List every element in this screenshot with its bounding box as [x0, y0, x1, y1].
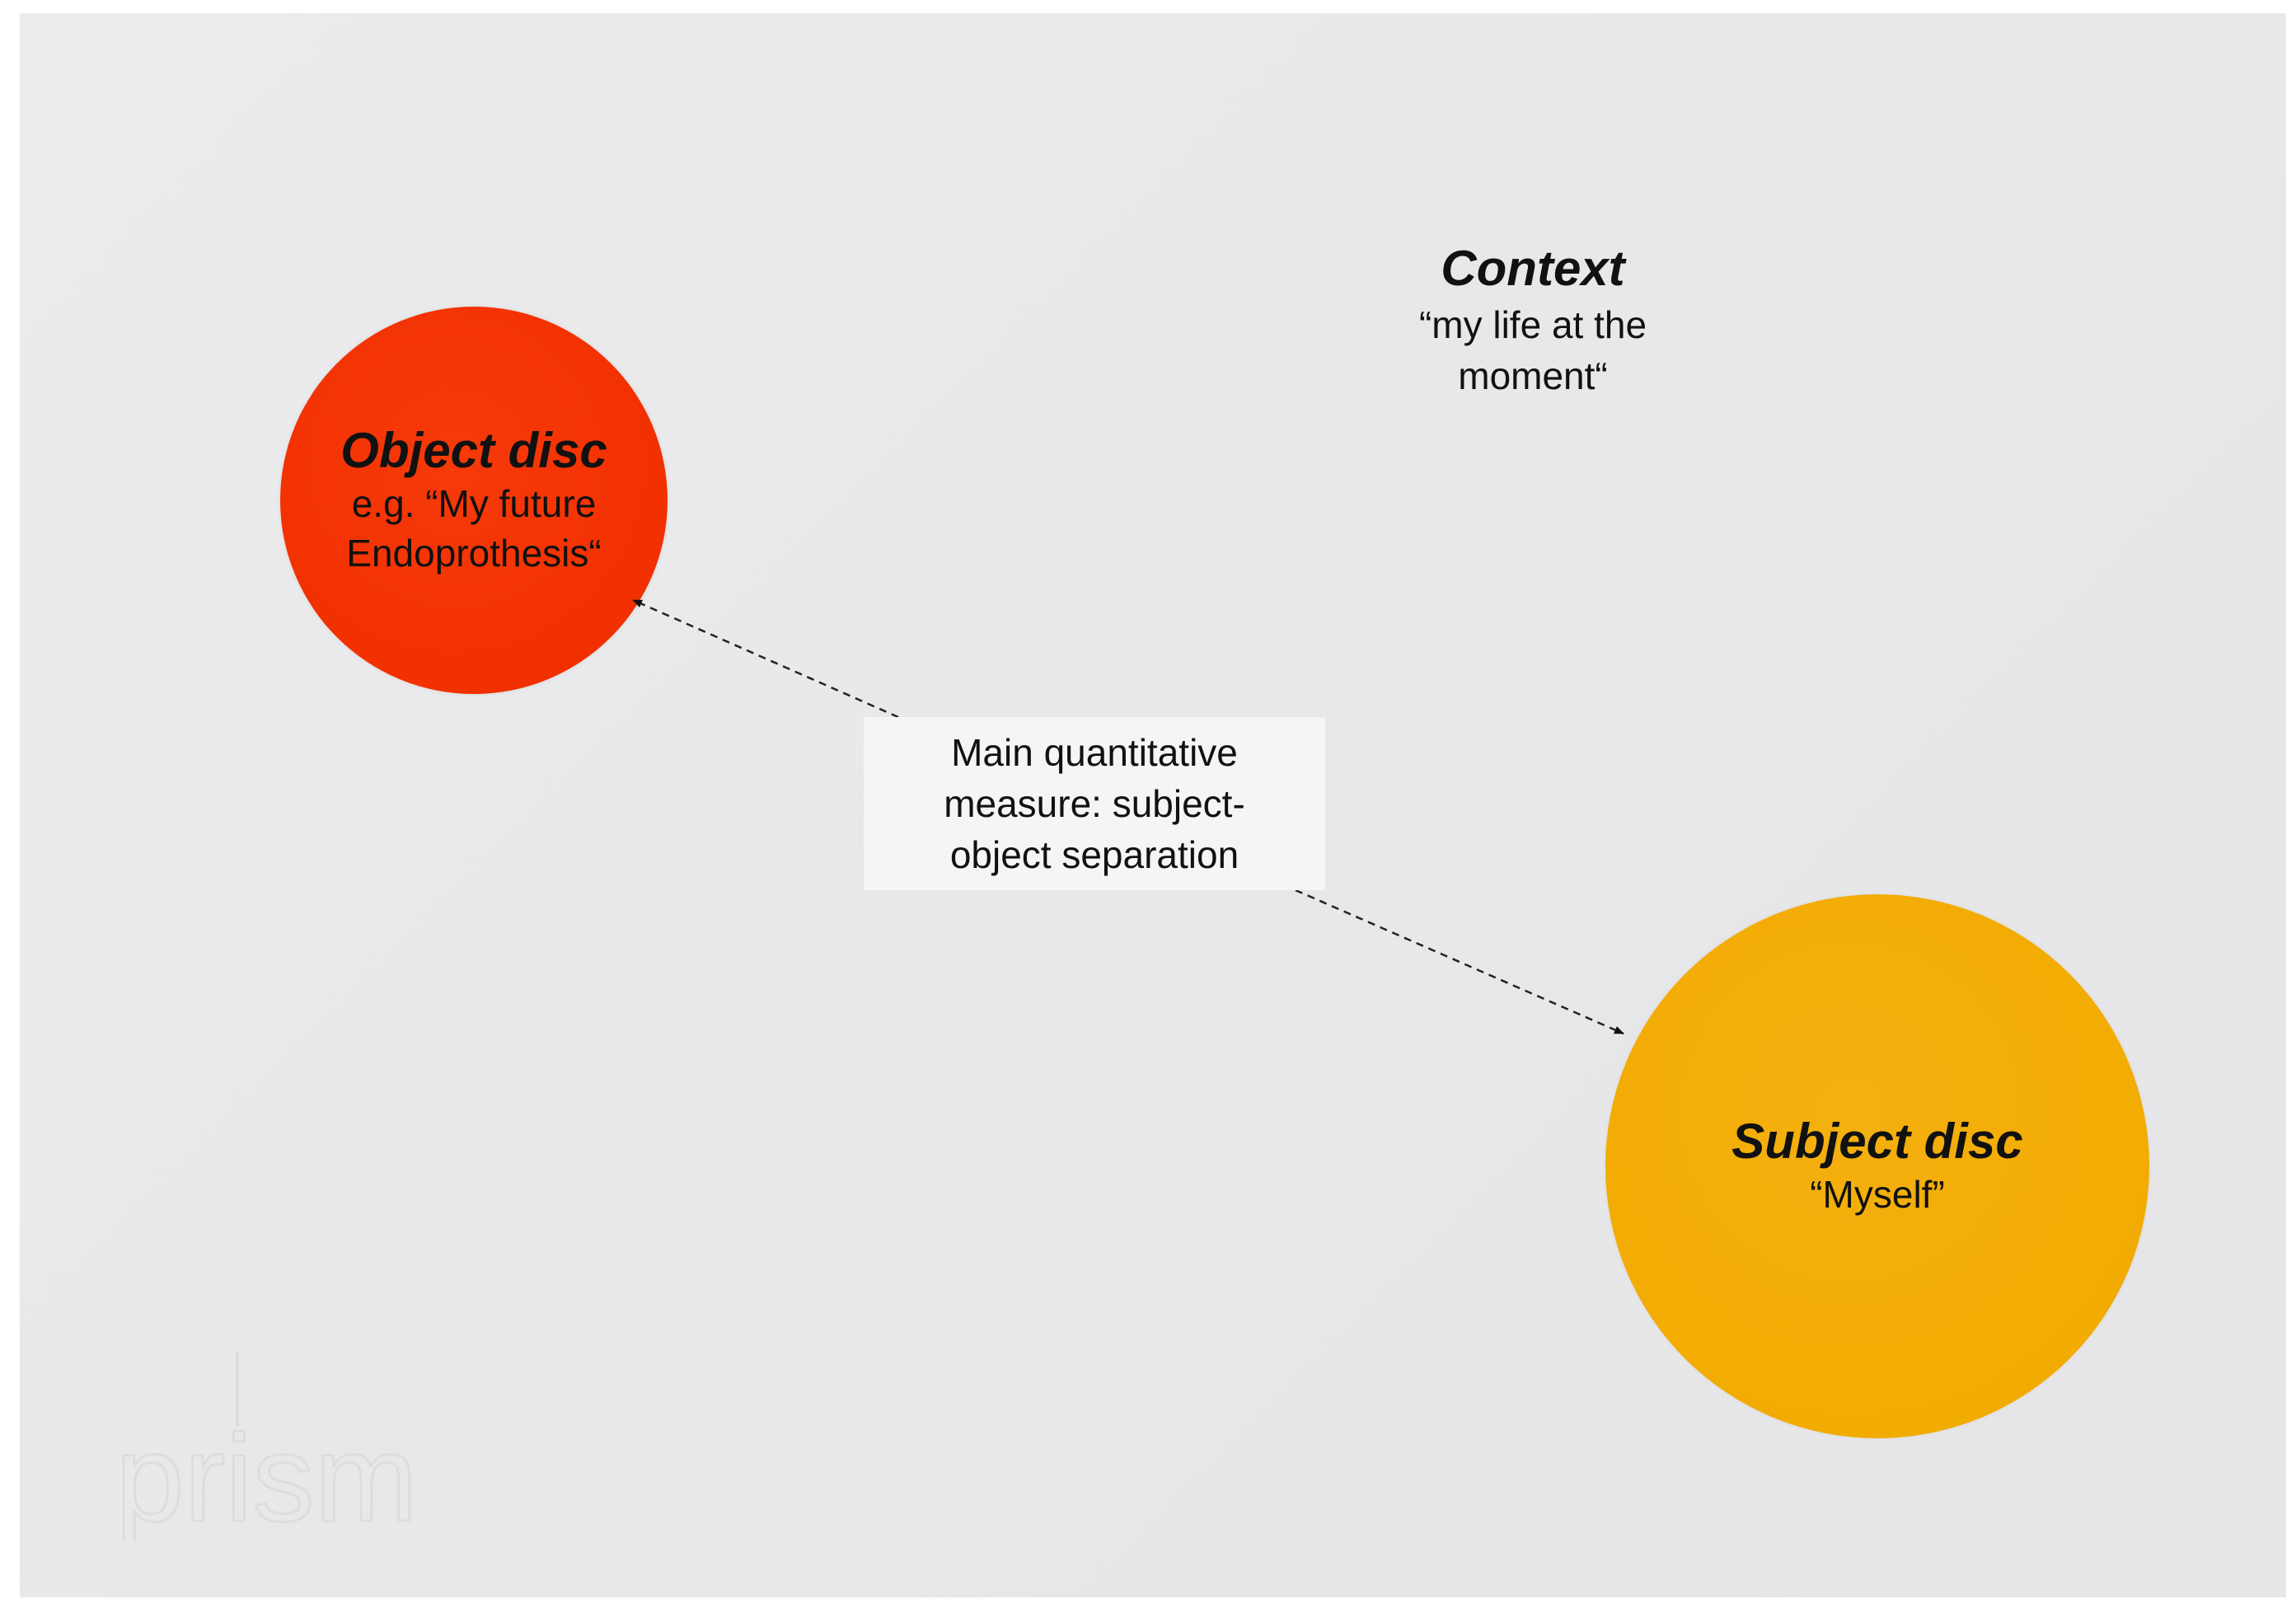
object-disc[interactable]: Object disc e.g. “My future Endoprothesi…	[280, 307, 668, 694]
arrow-to-subject-disc	[1295, 889, 1624, 1035]
measure-label: Main quantitative measure: subject- obje…	[944, 727, 1245, 880]
subject-disc[interactable]: Subject disc “Myself”	[1605, 894, 2149, 1438]
measure-line2: measure: subject-	[944, 782, 1245, 825]
context-subtitle-line2: moment“	[1458, 354, 1608, 397]
subject-disc-title: Subject disc	[1731, 1114, 2023, 1169]
measure-line1: Main quantitative	[951, 731, 1238, 774]
arrow-to-object-disc	[632, 598, 899, 719]
subject-disc-label: “Myself”	[1810, 1173, 1945, 1216]
object-disc-example-line1: e.g. “My future	[351, 482, 597, 525]
context-label: Context “my life at the moment“	[1368, 239, 1698, 401]
object-disc-title: Object disc	[340, 423, 607, 478]
measure-label-box: Main quantitative measure: subject- obje…	[864, 717, 1325, 890]
object-disc-example-line2: Endoprothesis“	[346, 532, 602, 575]
context-subtitle-line1: “my life at the	[1418, 303, 1647, 346]
watermark-text: prism	[115, 1409, 412, 1541]
context-title: Context	[1441, 241, 1625, 296]
prism-watermark-logo: prism	[115, 1352, 412, 1541]
measure-line3: object separation	[949, 833, 1239, 876]
